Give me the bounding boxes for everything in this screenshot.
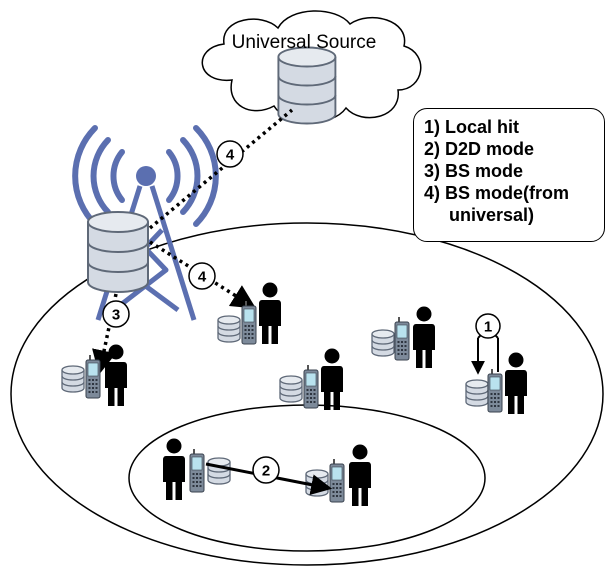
person-icon	[163, 438, 185, 500]
phone-icon	[329, 458, 345, 503]
user-step3	[61, 344, 127, 406]
legend-item-d2d: 2) D2D mode	[424, 139, 535, 159]
legend-box: 1) Local hit 2) D2D mode 3) BS mode 4) B…	[413, 108, 605, 242]
phone-icon	[394, 316, 410, 361]
user-cache-icon	[465, 379, 489, 407]
step-4-label-b: 4	[198, 269, 207, 286]
user-idle-middle	[279, 348, 343, 410]
step-2-label: 2	[262, 463, 270, 480]
user-d2d-source	[163, 438, 231, 500]
user-idle-upper	[371, 306, 435, 368]
person-icon	[349, 444, 371, 506]
step-4-badge-b	[188, 262, 216, 290]
legend-item-local-hit: 1) Local hit	[424, 117, 520, 137]
base-station-cache-icon	[87, 211, 149, 293]
phone-icon	[303, 364, 319, 409]
cell-coverage-ellipse	[10, 222, 604, 566]
step-4-badge-a	[216, 140, 244, 168]
cloud-label: Universal Source	[231, 32, 377, 53]
step-3-badge	[102, 300, 130, 328]
user-cache-icon	[279, 375, 303, 403]
user-d2d-target	[305, 444, 371, 506]
phone-icon	[189, 448, 205, 493]
step-3-label: 3	[112, 307, 120, 324]
step-1-label: 1	[484, 319, 492, 336]
user-cache-icon	[207, 457, 231, 485]
legend-item-bs: 3) BS mode	[424, 161, 524, 181]
phone-icon	[241, 300, 257, 345]
person-icon	[259, 282, 281, 344]
user-local-hit	[465, 352, 527, 414]
person-icon	[505, 352, 527, 414]
step-4-label-a: 4	[226, 147, 235, 164]
phone-icon	[487, 368, 503, 413]
user-cache-icon	[371, 329, 395, 357]
person-icon	[413, 306, 435, 368]
user-cache-icon	[61, 365, 85, 393]
person-icon	[105, 344, 127, 406]
step-2-badge	[252, 456, 280, 484]
user-cache-icon	[217, 315, 241, 343]
universal-database-icon	[277, 46, 337, 125]
phone-icon	[85, 354, 101, 399]
link-bs-left-user	[92, 293, 118, 375]
step-1-badge	[475, 313, 501, 339]
link-bs-universal	[148, 108, 294, 230]
link-bs-user	[149, 240, 257, 309]
person-icon	[321, 348, 343, 410]
